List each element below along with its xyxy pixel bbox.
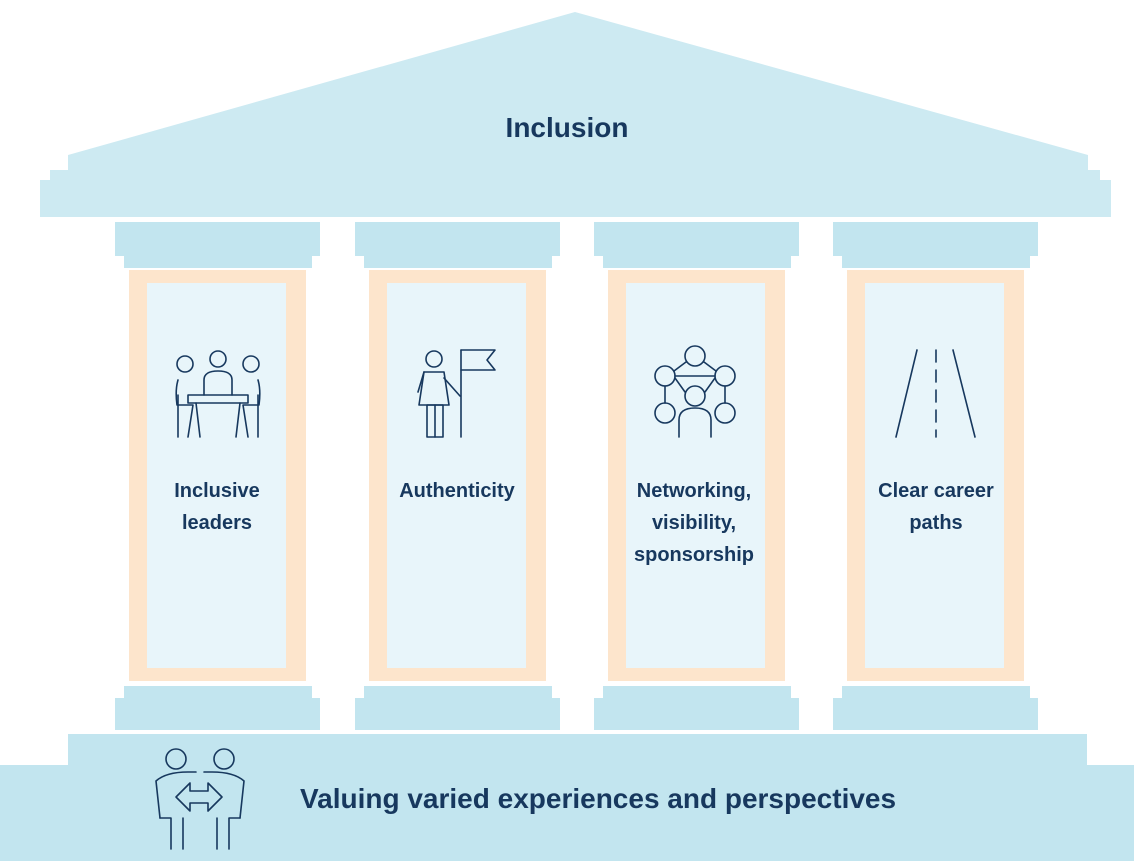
person-flag-icon [417,349,496,438]
pillar-label-inclusive-leaders: Inclusive leaders [174,480,260,534]
network-icon [654,345,736,438]
pillar-3 [594,222,799,730]
roof [40,12,1111,217]
pillar-2 [355,222,560,730]
foundation [0,734,1134,861]
roof-title: Inclusion [505,112,629,143]
road-icon [895,349,976,438]
pillar-label-networking: Networking, visibility, sponsorship [633,480,754,566]
pillar-label-career-paths: Clear career paths [878,480,994,534]
exchange-people-icon [155,748,245,850]
foundation-title: Valuing varied experiences and perspecti… [300,783,897,814]
pillar-1 [115,222,320,730]
meeting-table-icon [175,350,261,438]
pillar-4 [833,222,1038,730]
pillar-label-authenticity: Authenticity [399,480,515,502]
